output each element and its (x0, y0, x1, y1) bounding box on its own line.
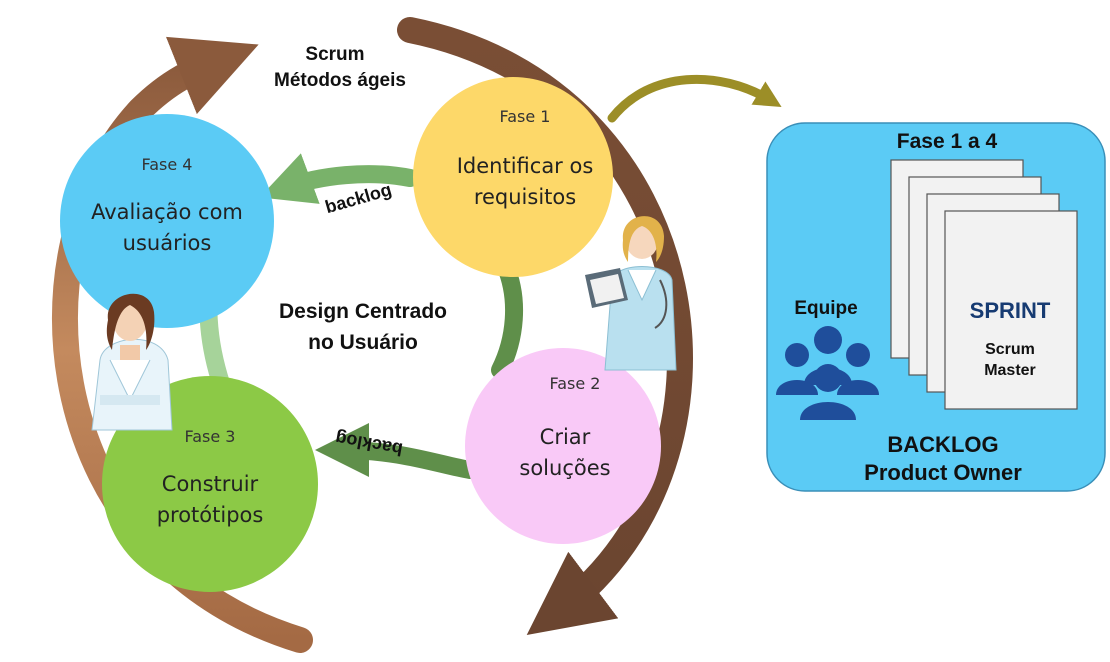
backlog-panel-header: Fase 1 a 4 (897, 130, 998, 153)
sprint-label: SPRINT (970, 298, 1051, 323)
scrum-master-line2: Master (984, 362, 1036, 379)
scrum-master-line1: Scrum (985, 341, 1035, 358)
phase-1-label: Fase 1 (500, 107, 551, 126)
phase-1-title-line2: requisitos (474, 185, 576, 209)
center-title-line1: Design Centrado (279, 300, 447, 323)
phase-2-bubble (465, 348, 661, 544)
phase-3-title-line2: protótipos (157, 503, 264, 527)
phase-4-bubble (60, 114, 274, 328)
phase-4-title-line1: Avaliação com (91, 200, 243, 224)
phase-2-circle: Fase 2 Criar soluções (465, 348, 661, 544)
phase-1-circle: Fase 1 Identificar os requisitos (413, 77, 613, 277)
phase-3-title-line1: Construir (162, 472, 259, 496)
phase-3-label: Fase 3 (185, 427, 236, 446)
to-backlog-arrow (607, 74, 782, 123)
group-people-icon (776, 326, 879, 420)
team-label: Equipe (794, 298, 857, 319)
phase-2-title-line1: Criar (540, 425, 591, 449)
phase-1-bubble (413, 77, 613, 277)
phase-2-label: Fase 2 (550, 374, 601, 393)
phase-2-title-line2: soluções (519, 456, 610, 480)
backlog-footer-line2: Product Owner (864, 460, 1022, 485)
phase-4-title-line2: usuários (123, 231, 212, 255)
scrum-title: Scrum (305, 44, 364, 65)
doctor-right-illustration (585, 216, 677, 371)
doctor-left-illustration (91, 293, 173, 431)
phase-4-circle: Fase 4 Avaliação com usuários (60, 114, 274, 328)
backlog-footer-line1: BACKLOG (887, 432, 998, 457)
center-title-line2: no Usuário (308, 331, 418, 354)
backlog-panel: Fase 1 a 4 SPRINT Scrum Master Equipe BA… (766, 122, 1106, 492)
methods-title: Métodos ágeis (274, 70, 406, 91)
phase-1-title-line1: Identificar os (457, 154, 594, 178)
sprint-document-stack (890, 159, 1078, 410)
phase-4-label: Fase 4 (142, 155, 193, 174)
